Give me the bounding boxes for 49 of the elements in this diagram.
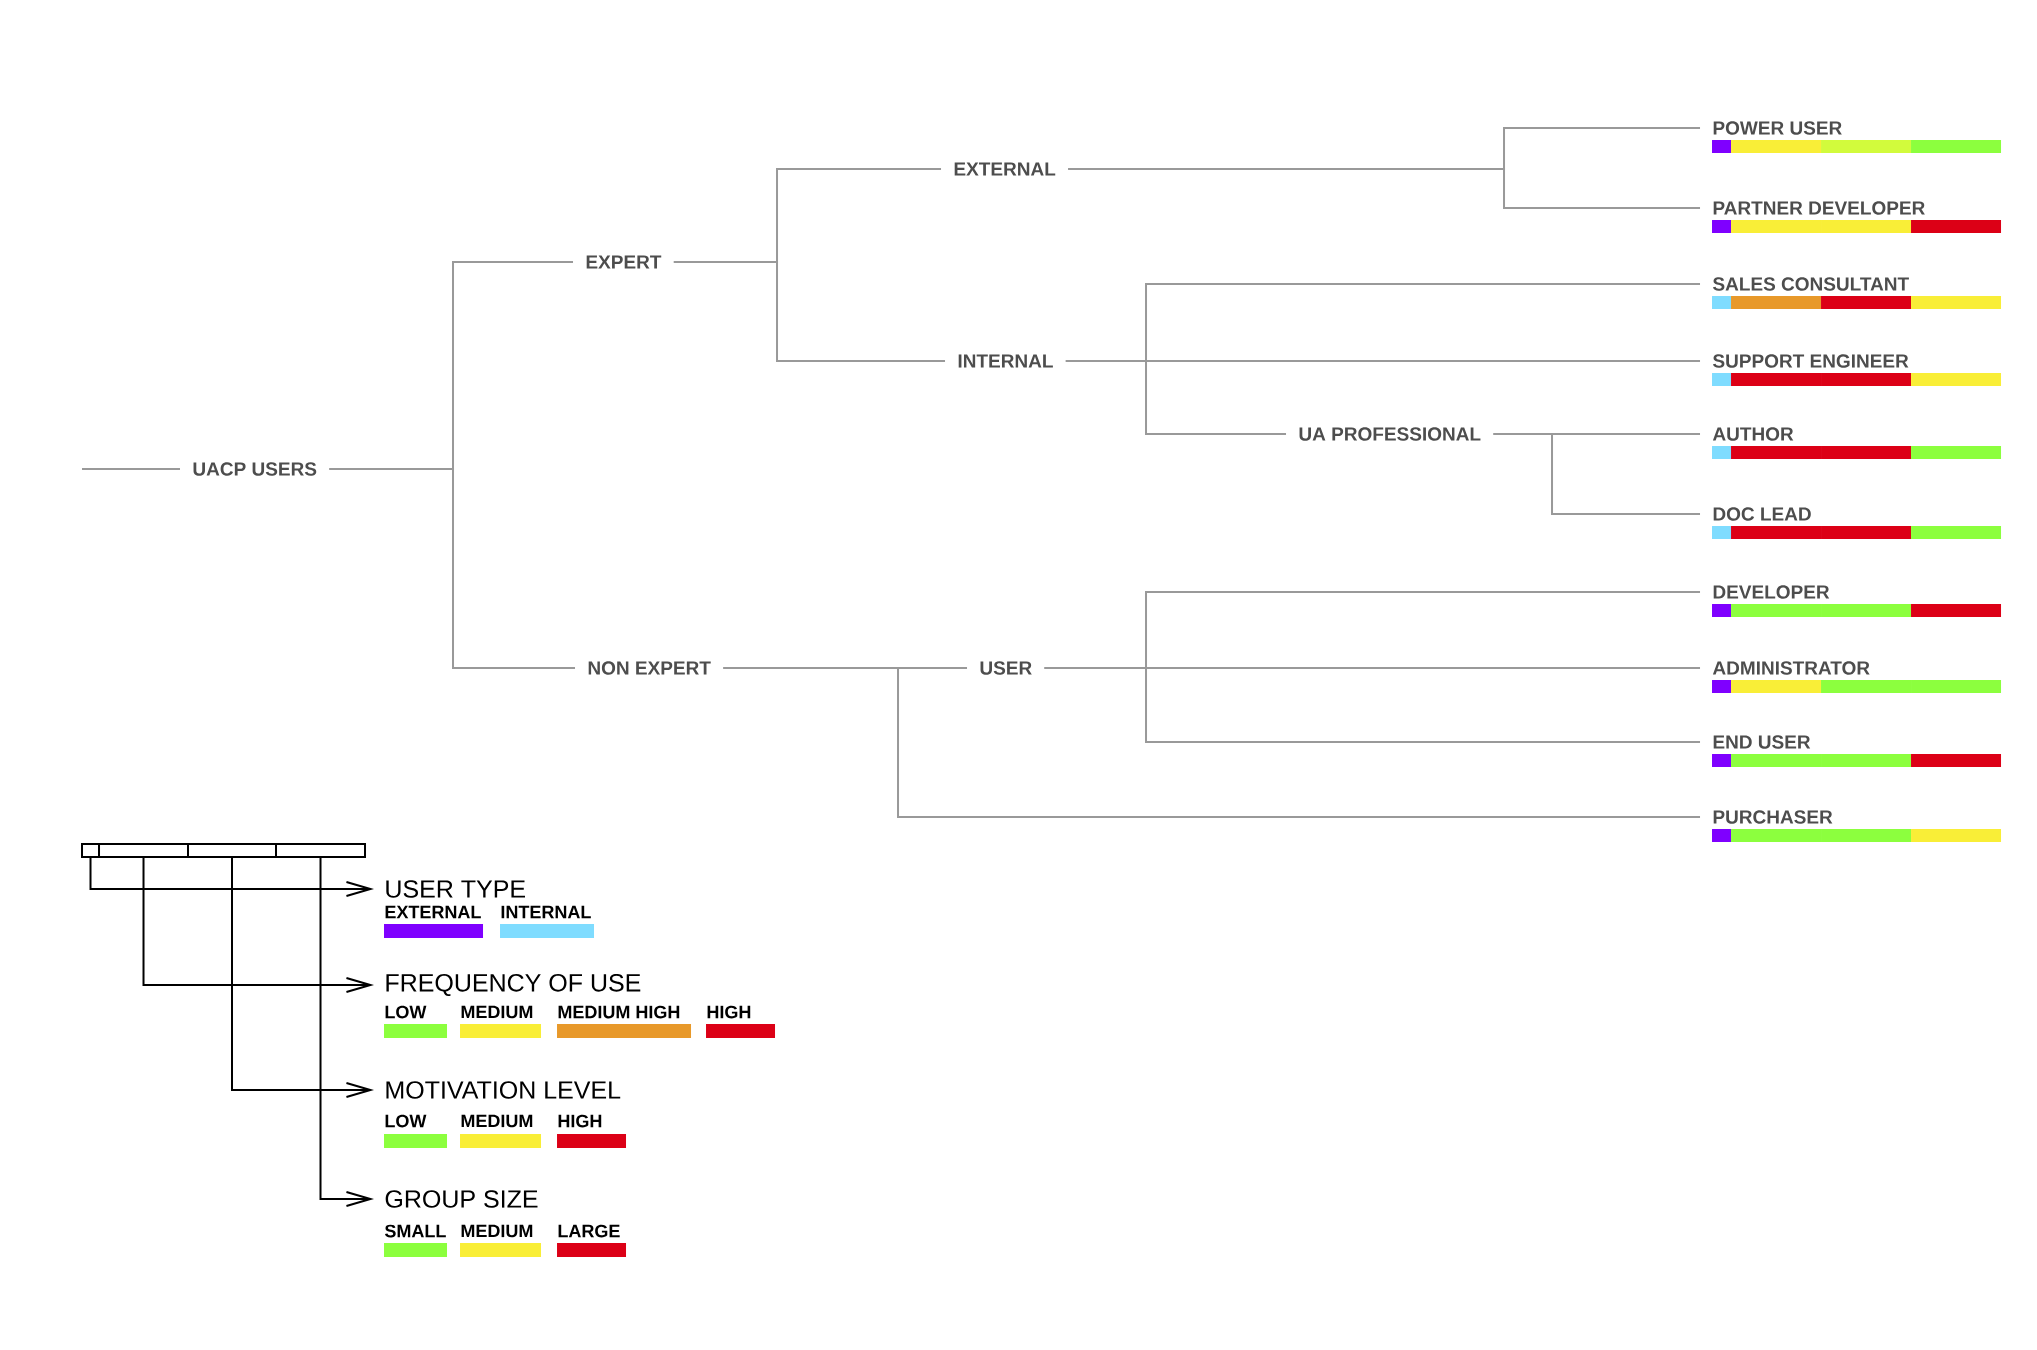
arrow [89,857,374,897]
connector-line [722,667,1702,818]
legend-heading: FREQUENCY OF USE [386,973,641,997]
legend-label: MEDIUM [461,1224,533,1238]
legend-label: LOW [385,1005,427,1019]
connector-line [81,468,181,470]
legend-heading: MOTIVATION LEVEL [386,1081,621,1099]
key-cell [187,843,277,858]
category-label: UACP USERS [193,462,317,476]
role-label: END USER [1713,735,1811,749]
role-label: SALES CONSULTANT [1712,277,1909,291]
role-label: AUTHOR [1712,427,1794,441]
connector-line [1043,667,1702,743]
role-label: PARTNER DEVELOPER [1713,201,1925,215]
category-label: EXPERT [586,255,662,269]
role-label: ADMINISTRATOR [1712,661,1870,675]
role-label: POWER USER [1713,121,1842,135]
legend-label: LARGE [558,1224,620,1238]
category-label: NON EXPERT [588,661,711,675]
legend-heading: USER TYPE [386,880,525,898]
arrow [231,857,374,1098]
connector-line [1064,360,1287,435]
connector-line [1492,433,1702,515]
role-label: SUPPORT ENGINEER [1712,354,1909,368]
legend-label: SMALL [384,1224,446,1238]
arrow [319,857,374,1207]
legend-label: MEDIUM [461,1005,533,1019]
legend-label: MEDIUM [461,1114,533,1128]
key-cell [275,843,366,858]
key-cell [81,843,100,858]
legend-label: HIGH [707,1005,751,1019]
category-label: INTERNAL [958,354,1053,368]
category-label: EXTERNAL [954,162,1056,176]
role-label: PURCHASER [1713,810,1833,824]
category-label: USER [980,661,1032,675]
legend-label: EXTERNAL [385,905,481,919]
connector-line [328,468,576,669]
role-label: DEVELOPER [1713,585,1830,599]
connector-line [672,261,946,362]
role-label: DOC LEAD [1713,507,1811,521]
legend-label: MEDIUM HIGH [558,1005,680,1019]
legend-label: LOW [385,1114,427,1128]
legend-heading: GROUP SIZE [385,1190,538,1208]
legend-label: HIGH [558,1114,602,1128]
category-label: UA PROFESSIONAL [1299,427,1481,441]
arrow [142,857,374,993]
key-cell [98,843,189,858]
legend-label: INTERNAL [501,905,591,919]
connector-line [1067,168,1702,209]
